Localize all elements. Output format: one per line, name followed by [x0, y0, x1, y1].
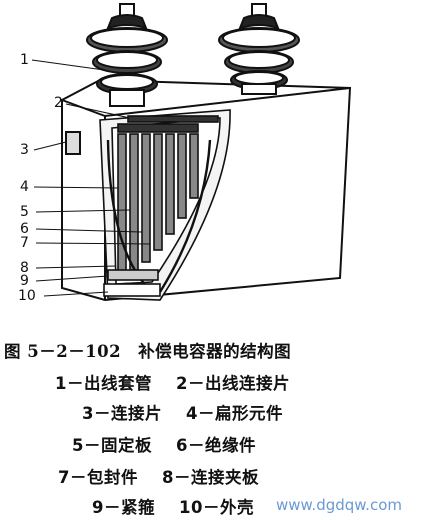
callout-8: 8	[20, 260, 29, 276]
callout-4: 4	[20, 179, 29, 195]
callout-6: 6	[20, 221, 29, 237]
legend-item-5: 5－固定板	[72, 436, 152, 455]
callout-3: 3	[20, 142, 29, 158]
legend-row-2: 3－连接片 4－扁形元件	[82, 400, 283, 424]
legend-row-5: 9－紧箍 10－外壳	[92, 494, 254, 518]
callout-7: 7	[20, 235, 29, 251]
legend-item-4: 4－扁形元件	[185, 404, 283, 423]
callout-5: 5	[20, 204, 29, 220]
legend-row-4: 7－包封件 8－连接夹板	[58, 464, 259, 488]
legend-item-8: 8－连接夹板	[161, 468, 259, 487]
legend-row-3: 5－固定板 6－绝缘件	[72, 432, 256, 456]
callout-1: 1	[20, 52, 29, 68]
outlet-bushing-left	[86, 3, 168, 107]
legend-row-1: 1－出线套管 2－出线连接片	[55, 370, 290, 394]
caption-title: 图 5－2－102 补偿电容器的结构图	[4, 342, 292, 361]
outlet-connectors	[117, 115, 219, 133]
callout-9: 9	[20, 273, 29, 289]
cutaway-interior	[99, 109, 231, 301]
legend-item-6: 6－绝缘件	[175, 436, 256, 455]
callout-numbers: 1 2 3 4 5 6 7 8 9 10	[18, 52, 63, 304]
legend-item-9: 9－紧箍	[92, 498, 155, 517]
outlet-bushing-right	[218, 3, 300, 95]
legend-item-7: 7－包封件	[58, 468, 138, 487]
watermark: www.dgdqw.com	[276, 496, 402, 514]
legend-item-2: 2－出线连接片	[175, 374, 290, 393]
legend-item-3: 3－连接片	[82, 404, 162, 423]
flat-elements	[117, 133, 199, 275]
capacitor-drawing: 1 2 3 4 5 6 7 8 9 10	[18, 3, 352, 304]
callout-10: 10	[18, 288, 36, 304]
connecting-strip	[65, 131, 81, 155]
legend-item-10: 10－外壳	[178, 498, 254, 517]
callout-2: 2	[54, 95, 63, 111]
leader-lines	[31, 59, 151, 297]
legend-item-1: 1－出线套管	[55, 374, 152, 393]
